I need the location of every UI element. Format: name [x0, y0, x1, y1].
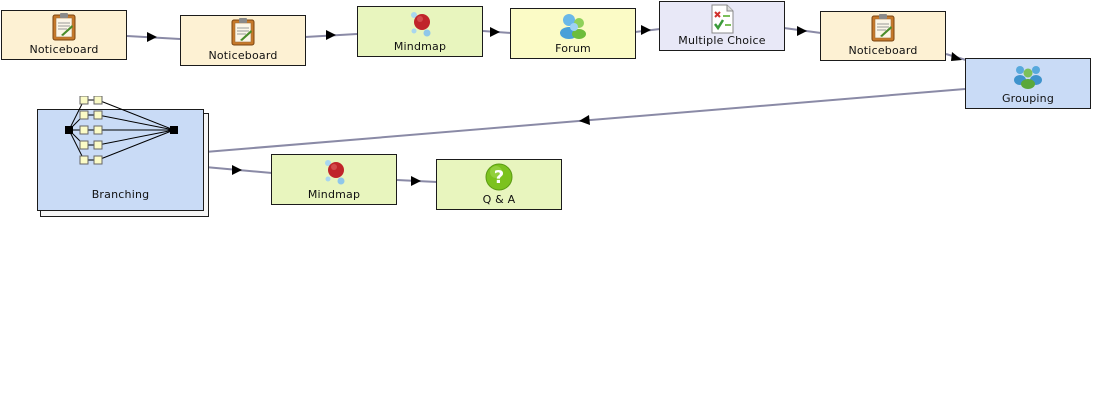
- transition-n3-n4[interactable]: [482, 27, 512, 37]
- activity-branching[interactable]: Branching: [37, 96, 204, 211]
- activity-noticeboard-1[interactable]: Noticeboard: [1, 10, 127, 60]
- activity-mindmap-2[interactable]: Mindmap: [271, 154, 397, 205]
- branching-icon: [65, 96, 178, 165]
- activity-label: Noticeboard: [29, 43, 99, 56]
- noticeboard-icon: [52, 13, 76, 41]
- activity-label: Grouping: [1001, 92, 1055, 105]
- activity-noticeboard-2[interactable]: Noticeboard: [180, 15, 306, 66]
- activity-label: Mindmap: [393, 40, 447, 53]
- activity-label: Mindmap: [307, 188, 361, 201]
- svg-text:?: ?: [494, 167, 504, 188]
- noticeboard-icon: [231, 18, 255, 46]
- question-icon: ?: [485, 163, 513, 191]
- activity-label: Q & A: [482, 193, 516, 206]
- activity-label: Multiple Choice: [678, 34, 766, 47]
- activity-mindmap-1[interactable]: Mindmap: [357, 6, 483, 57]
- activity-forum[interactable]: Forum: [510, 8, 636, 59]
- activity-grouping[interactable]: Grouping: [965, 58, 1091, 109]
- transition-n2-n3[interactable]: [304, 30, 358, 40]
- grouping-icon: [1014, 66, 1042, 89]
- multiple-choice-icon: [711, 4, 734, 34]
- transition-n7-n8[interactable]: [204, 88, 966, 153]
- activity-label: Noticeboard: [848, 44, 918, 57]
- activity-label: Forum: [555, 42, 591, 55]
- activity-qa[interactable]: ? Q & A: [436, 159, 562, 210]
- transition-n4-n5[interactable]: [634, 25, 661, 35]
- forum-icon: [560, 14, 586, 39]
- transition-n8-n9[interactable]: [204, 165, 273, 175]
- activity-label: Noticeboard: [208, 49, 278, 62]
- transition-n1-n2[interactable]: [126, 32, 181, 42]
- transition-n6-n7[interactable]: [945, 52, 967, 61]
- mindmap-icon: [411, 12, 431, 37]
- transition-n5-n6[interactable]: [783, 26, 822, 36]
- noticeboard-icon: [871, 14, 895, 42]
- activity-multiple-choice[interactable]: Multiple Choice: [659, 1, 785, 51]
- activity-label: Branching: [91, 188, 150, 201]
- mindmap-icon: [325, 160, 345, 185]
- transition-n9-n10[interactable]: [396, 176, 438, 186]
- activity-noticeboard-3[interactable]: Noticeboard: [820, 11, 946, 61]
